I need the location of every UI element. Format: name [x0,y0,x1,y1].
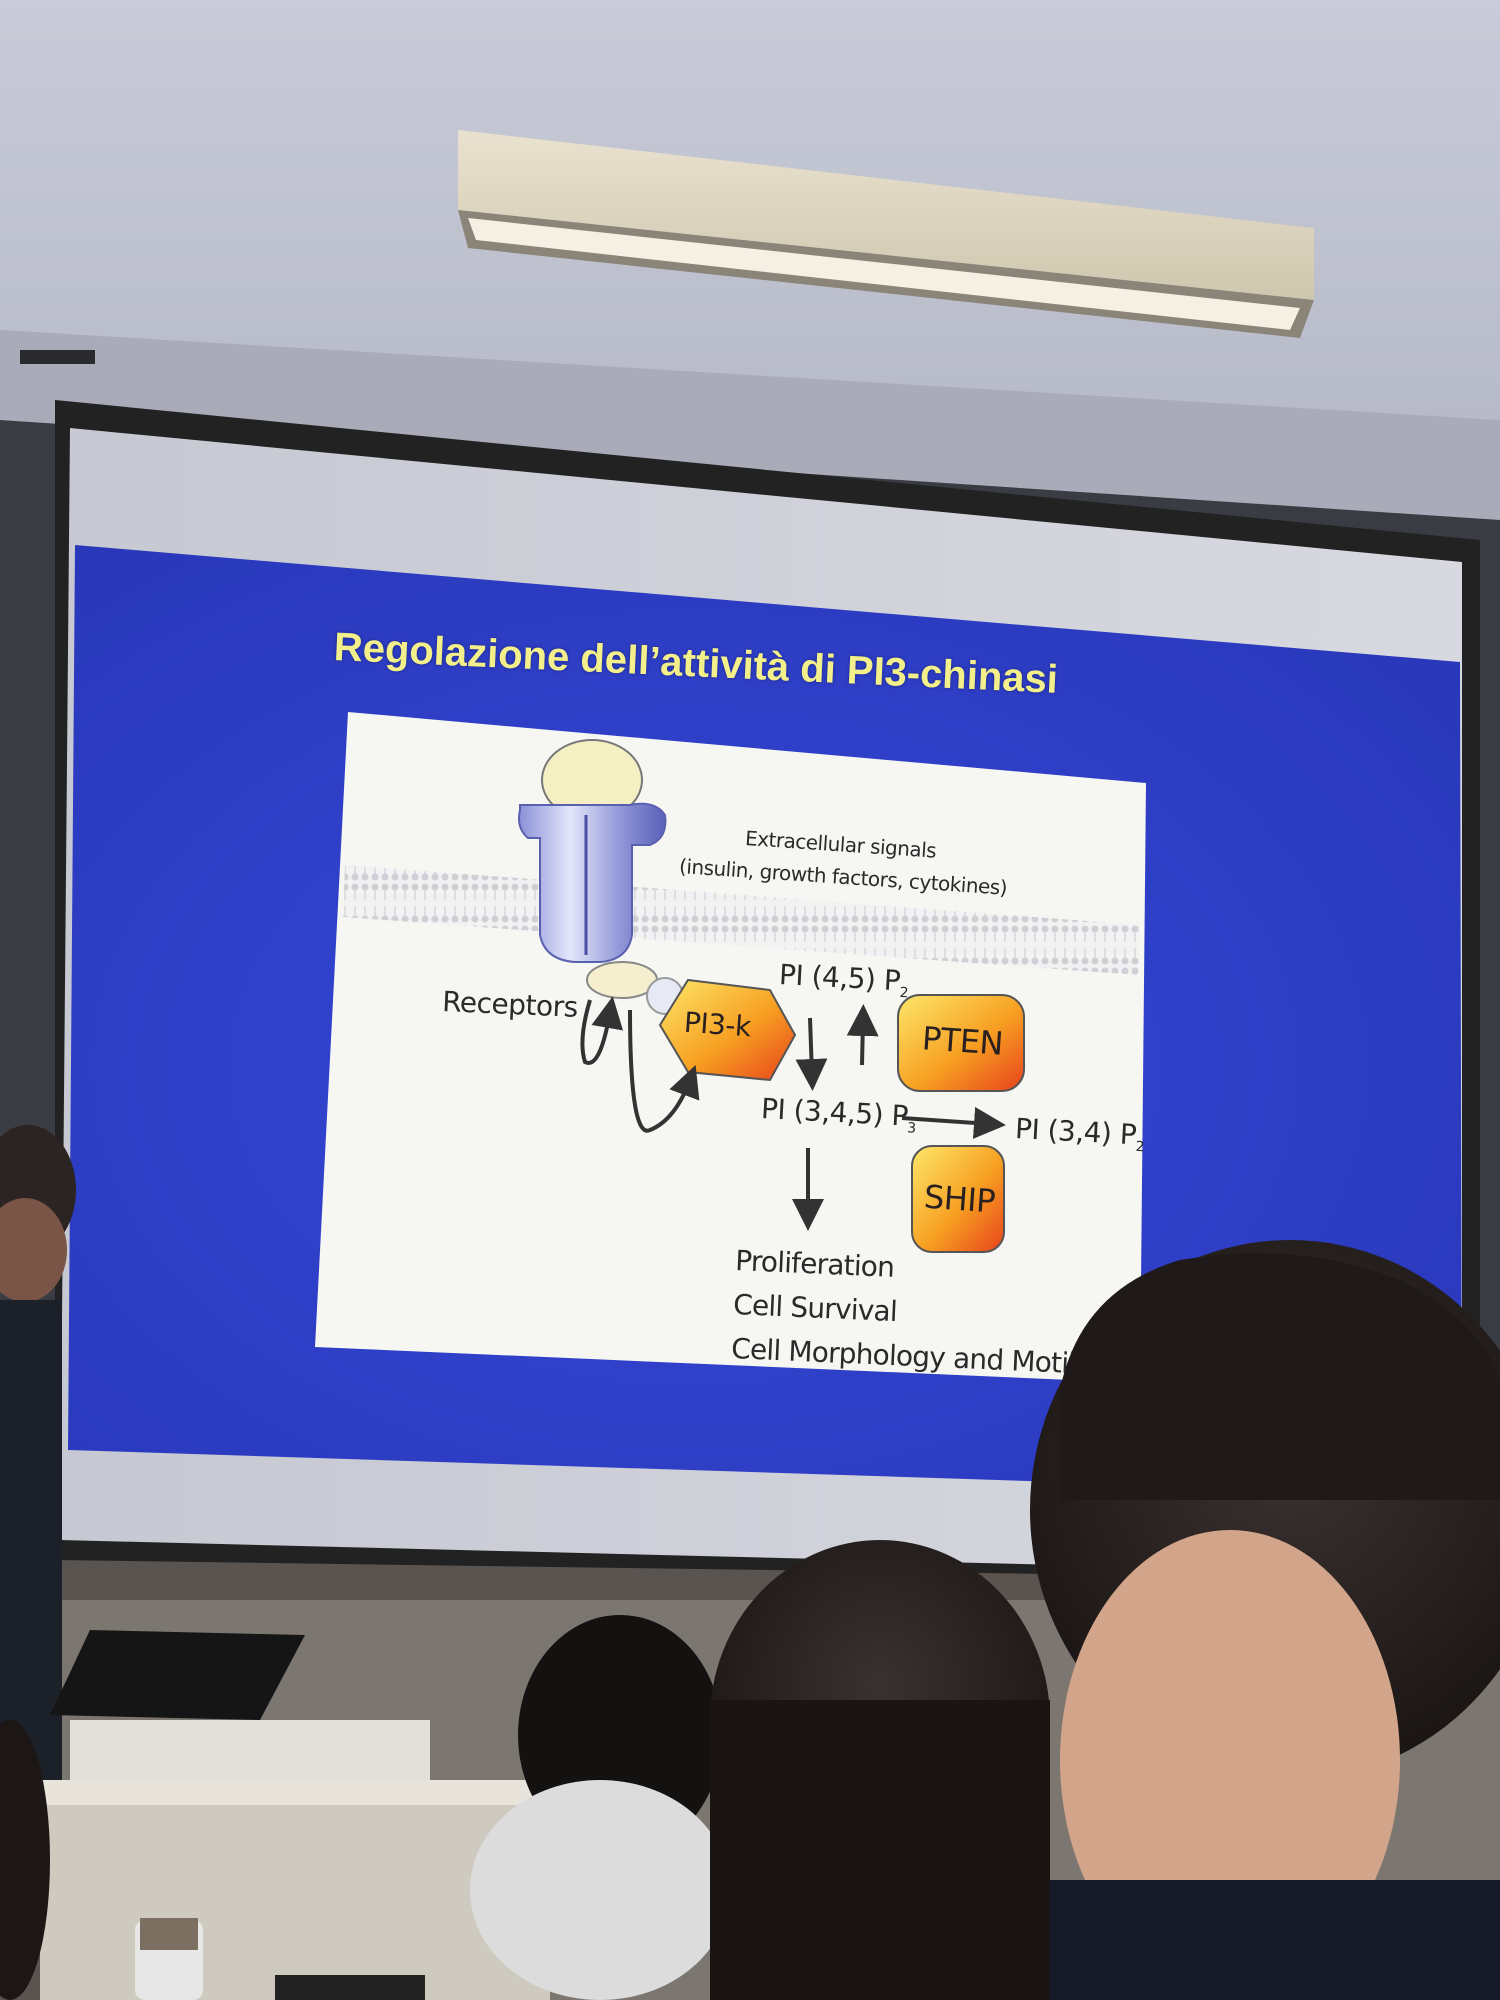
wall-band [0,330,1500,520]
receptor-protein [518,739,684,1015]
pathway-arrows [580,996,1006,1231]
ship-enzyme-shape [911,1145,1005,1253]
pten-enzyme-shape [897,994,1025,1092]
lectern-desk [40,1630,550,2000]
ceiling-light-fixture [458,130,1314,338]
wall-device [20,350,95,364]
pi3k-enzyme-shape [658,978,797,1082]
